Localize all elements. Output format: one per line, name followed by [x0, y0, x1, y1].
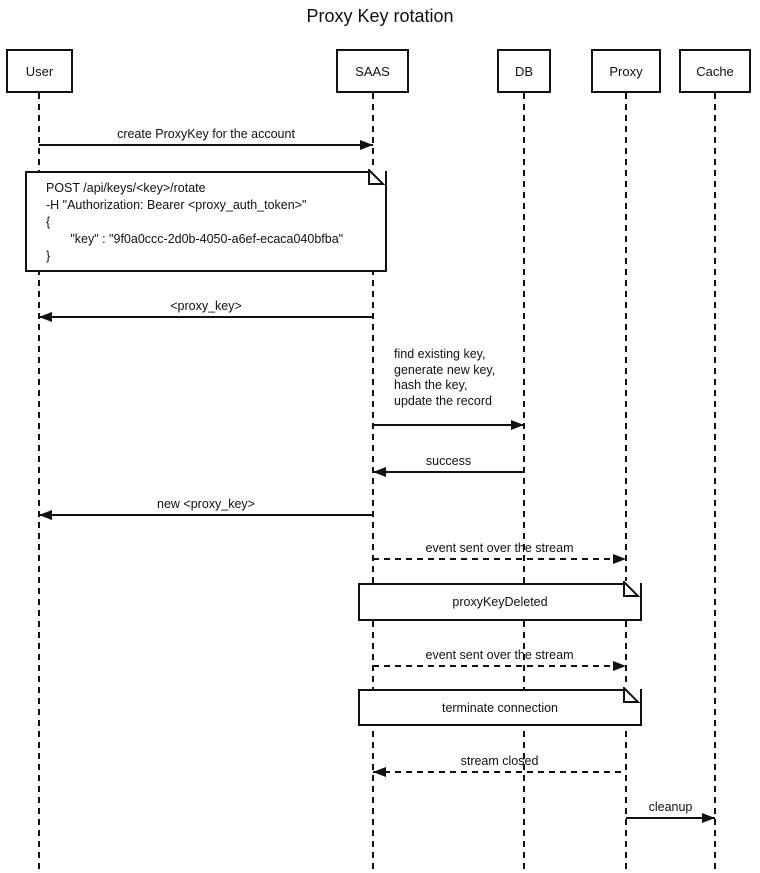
message-event-stream-2: event sent over the stream — [373, 648, 626, 671]
actor-cache: Cache — [679, 49, 751, 93]
lifeline-proxy — [625, 93, 627, 873]
arrowhead-left-icon — [39, 312, 52, 322]
actor-cache-label: Cache — [696, 63, 734, 79]
message-label: stream closed — [460, 753, 539, 768]
actor-saas: SAAS — [336, 49, 409, 93]
note-fold-icon — [623, 581, 640, 598]
diagram-title: Proxy Key rotation — [306, 6, 454, 26]
message-label: success — [425, 453, 472, 468]
message-line — [373, 771, 626, 773]
message-label: <proxy_key> — [170, 298, 242, 313]
lifeline-db — [523, 93, 525, 873]
message-create-proxykey: create ProxyKey for the account — [39, 127, 373, 150]
arrowhead-left-icon — [39, 510, 52, 520]
note-fold-icon — [368, 169, 385, 186]
arrowhead-right-icon — [613, 661, 626, 671]
message-stream-closed: stream closed — [373, 754, 626, 777]
message-proxy-key-return: <proxy_key> — [39, 299, 373, 322]
message-label: cleanup — [648, 799, 693, 814]
message-cleanup: cleanup — [626, 800, 715, 823]
arrowhead-right-icon — [702, 813, 715, 823]
arrowhead-right-icon — [360, 140, 373, 150]
arrowhead-left-icon — [373, 467, 386, 477]
actor-db: DB — [497, 49, 551, 93]
message-update-record: find existing key, generate new key, has… — [373, 347, 524, 430]
note-label: proxyKeyDeleted — [452, 595, 548, 609]
note-label: terminate connection — [441, 700, 559, 715]
actor-proxy-label: Proxy — [609, 63, 643, 79]
actor-db-label: DB — [514, 63, 534, 79]
message-line — [626, 817, 715, 819]
message-line — [39, 144, 373, 146]
message-label: event sent over the stream — [425, 540, 574, 555]
note-terminate-connection: terminate connection — [358, 689, 642, 726]
message-new-proxy-key: new <proxy_key> — [39, 497, 373, 520]
arrowhead-right-icon — [511, 420, 524, 430]
message-event-stream-1: event sent over the stream — [373, 541, 626, 564]
lifeline-saas — [372, 93, 374, 873]
lifeline-cache — [714, 93, 716, 873]
message-label: create ProxyKey for the account — [117, 126, 295, 141]
message-line — [39, 514, 373, 516]
message-line — [39, 316, 373, 318]
arrowhead-right-icon — [613, 554, 626, 564]
message-line — [373, 558, 626, 560]
actor-user: User — [6, 49, 73, 93]
arrowhead-left-icon — [373, 767, 386, 777]
note-request-payload: POST /api/keys/<key>/rotate -H "Authoriz… — [25, 171, 387, 272]
message-label: event sent over the stream — [425, 647, 574, 662]
message-line — [373, 665, 626, 667]
note-fold-icon — [623, 687, 640, 704]
message-label: find existing key, generate new key, has… — [394, 347, 496, 408]
lifeline-user — [38, 93, 40, 873]
message-line — [373, 424, 524, 426]
message-success: success — [373, 454, 524, 477]
actor-user-label: User — [25, 63, 54, 79]
actor-proxy: Proxy — [591, 49, 661, 93]
message-line — [373, 471, 524, 473]
actor-saas-label: SAAS — [355, 63, 390, 79]
message-label: new <proxy_key> — [157, 496, 255, 511]
note-proxykey-deleted: proxyKeyDeleted — [358, 583, 642, 621]
